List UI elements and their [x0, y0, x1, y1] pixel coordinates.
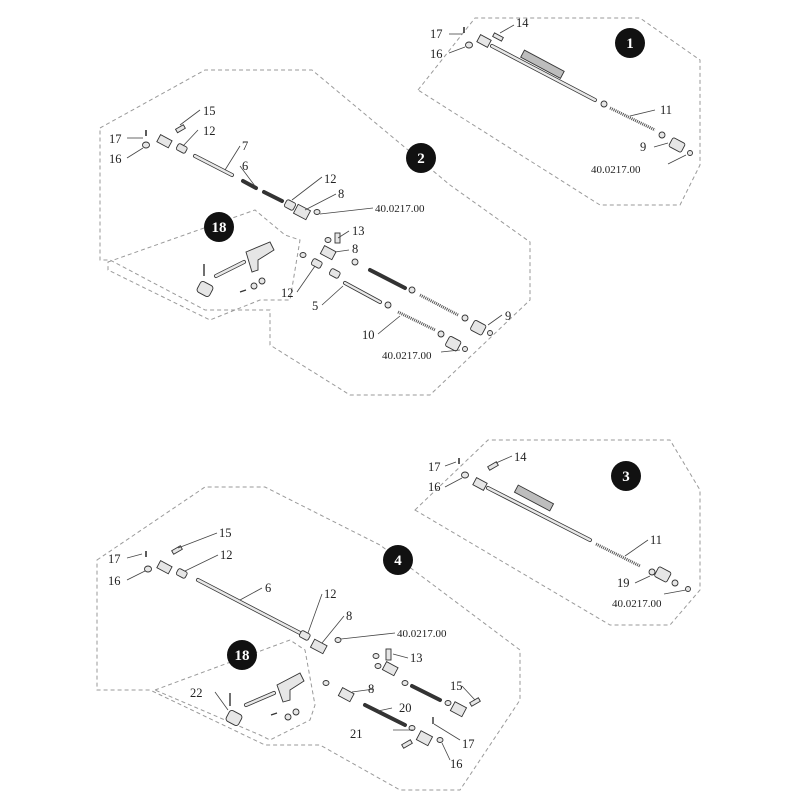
- washer-part: [465, 41, 473, 49]
- pin-part: [174, 124, 186, 134]
- label-15: 15: [450, 679, 463, 693]
- label-12: 12: [220, 548, 233, 562]
- group-1: 1 17 16 14 11 9 40.0217.00: [417, 16, 701, 206]
- clevis-part: [476, 34, 492, 48]
- label-17: 17: [108, 552, 121, 566]
- pin-part: [492, 32, 504, 42]
- nut-part: [668, 137, 686, 153]
- group-3: 3 17 14 16 11 19 40.0217.00: [414, 439, 701, 626]
- label-22: 22: [190, 686, 203, 700]
- label-9: 9: [640, 140, 646, 154]
- label-14: 14: [514, 450, 527, 464]
- label-17: 17: [430, 27, 443, 41]
- label-15: 15: [203, 104, 216, 118]
- label-12: 12: [324, 587, 337, 601]
- label-7: 7: [242, 139, 248, 153]
- cable-sleeve: [513, 484, 555, 512]
- label-code: 40.0217.00: [612, 598, 662, 610]
- label-16: 16: [108, 574, 121, 588]
- washer-part: [600, 100, 608, 108]
- callout-18: [227, 640, 257, 670]
- clevis-part: [156, 134, 173, 149]
- rod-6: [262, 190, 284, 203]
- rod-10: [397, 310, 436, 332]
- label-8: 8: [368, 682, 374, 696]
- group-1-boundary: [417, 17, 701, 206]
- label-12: 12: [281, 286, 294, 300]
- callout-2-label: 2: [417, 151, 425, 167]
- clevis-part: [319, 245, 337, 261]
- label-16: 16: [450, 757, 463, 771]
- threaded-rod: [609, 106, 656, 132]
- threaded-rod: [595, 542, 641, 568]
- nut-part: [654, 566, 672, 583]
- label-16: 16: [428, 480, 441, 494]
- callout-4-label: 4: [394, 553, 402, 569]
- label-17: 17: [462, 737, 475, 751]
- callout-4: [383, 545, 413, 575]
- group-2: 2 18 15 12 17 16 7 6 12 8 40.0217.00 13 …: [99, 69, 531, 396]
- group-2-boundary: [99, 69, 531, 396]
- label-code: 40.0217.00: [382, 350, 432, 362]
- cable-sleeve: [520, 49, 565, 79]
- label-5: 5: [312, 299, 318, 313]
- rod-21: [363, 703, 407, 727]
- washer-part: [658, 131, 666, 139]
- nut-part: [283, 199, 297, 211]
- group-18-boundary: [153, 639, 316, 741]
- group-18-boundary: [107, 209, 301, 321]
- bracket-part: [245, 241, 275, 273]
- label-13: 13: [352, 224, 365, 238]
- callout-18: [204, 212, 234, 242]
- clevis-part: [156, 560, 173, 575]
- label-11: 11: [660, 103, 672, 117]
- label-17: 17: [428, 460, 441, 474]
- label-15: 15: [219, 526, 232, 540]
- callout-1-label: 1: [626, 36, 634, 52]
- callout-2: [406, 143, 436, 173]
- label-8: 8: [338, 187, 344, 201]
- label-10: 10: [362, 328, 375, 342]
- clevis-part: [292, 203, 312, 221]
- callout-3-label: 3: [622, 469, 630, 485]
- callout-18-label: 18: [212, 220, 227, 236]
- nut-part: [470, 320, 487, 336]
- group-4-boundary: [96, 486, 521, 791]
- washer-part: [687, 150, 693, 156]
- nut-part: [175, 143, 188, 154]
- label-16: 16: [430, 47, 443, 61]
- label-11: 11: [650, 533, 662, 547]
- label-14: 14: [516, 16, 529, 30]
- label-code: 40.0217.00: [591, 164, 641, 176]
- label-21: 21: [350, 727, 363, 741]
- callout-18-label: 18: [235, 648, 250, 664]
- clevis-part: [449, 701, 468, 718]
- label-12: 12: [324, 172, 337, 186]
- screw-part: [334, 232, 341, 244]
- label-19: 19: [617, 576, 630, 590]
- label-6: 6: [265, 581, 271, 595]
- label-13: 13: [410, 651, 423, 665]
- label-12: 12: [203, 124, 216, 138]
- label-code: 40.0217.00: [397, 628, 447, 640]
- clevis-part: [472, 477, 488, 491]
- callout-3: [611, 461, 641, 491]
- callout-1: [615, 28, 645, 58]
- rod-20: [410, 684, 442, 702]
- label-8: 8: [352, 242, 358, 256]
- label-17: 17: [109, 132, 122, 146]
- group-4: 4 18 15 17 12 16 6 12 8 40.0217.00 13 22…: [96, 486, 521, 791]
- label-9: 9: [505, 309, 511, 323]
- label-code: 40.0217.00: [375, 203, 425, 215]
- label-8: 8: [346, 609, 352, 623]
- label-20: 20: [399, 701, 412, 715]
- knob-part: [196, 281, 214, 297]
- label-6: 6: [242, 159, 248, 173]
- label-16: 16: [109, 152, 122, 166]
- clevis-part: [309, 638, 328, 655]
- bracket-part: [276, 672, 305, 703]
- knob-part: [225, 710, 243, 726]
